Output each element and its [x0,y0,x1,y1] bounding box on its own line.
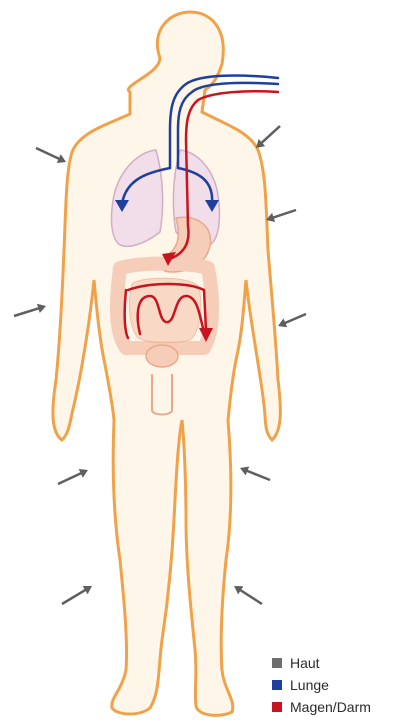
skin-arrow-shaft [272,210,296,218]
skin-arrow [14,304,46,316]
skin-arrow-shaft [246,470,270,480]
skin-arrow [36,148,66,163]
legend-label-haut: Haut [290,655,320,671]
skin-arrow [234,586,262,604]
legend-label-lunge: Lunge [290,677,329,693]
legend: Haut Lunge Magen/Darm [272,652,371,718]
legend-label-magen-darm: Magen/Darm [290,699,371,715]
legend-item-magen-darm: Magen/Darm [272,696,371,718]
skin-arrow-shaft [14,308,40,316]
skin-arrow [58,469,88,484]
legend-swatch-haut [272,658,282,668]
legend-item-lunge: Lunge [272,674,371,696]
skin-arrow-shaft [62,589,87,604]
legend-swatch-magen-darm [272,702,282,712]
legend-swatch-lunge [272,680,282,690]
skin-arrow [266,210,296,222]
bladder [146,345,178,367]
skin-arrow-shaft [58,473,83,484]
skin-arrow [62,586,92,604]
skin-arrow-shaft [239,589,262,604]
skin-arrow-shaft [284,314,306,324]
skin-arrow [240,467,270,480]
skin-arrow [256,126,280,148]
legend-item-haut: Haut [272,652,371,674]
skin-arrow-shaft [260,126,280,144]
skin-arrow-shaft [36,148,61,159]
skin-arrow [278,314,306,327]
